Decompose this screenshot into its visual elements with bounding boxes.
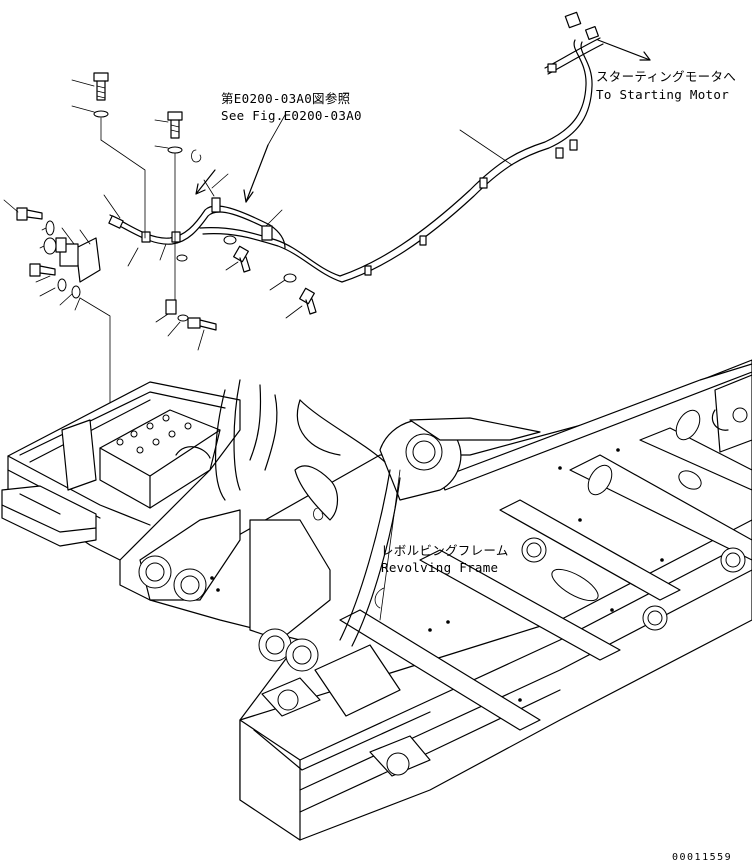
motor-en-label: To Starting Motor (596, 87, 730, 102)
motor-jp-label: スターティングモータへ (596, 69, 737, 84)
revolving-frame (138, 359, 752, 841)
frame-en-label: Revolving Frame (381, 560, 499, 575)
wiring-harness (108, 11, 651, 283)
battery-box (1, 381, 241, 601)
fig-ref-en-label: See Fig.E0200-03A0 (221, 108, 362, 123)
drawing-number: 00011559 (672, 852, 733, 863)
frame-jp-label: レボルビングフレーム (381, 543, 509, 558)
fasteners (3, 72, 317, 421)
fig-ref-jp-label: 第E0200-03A0図参照 (221, 91, 351, 106)
